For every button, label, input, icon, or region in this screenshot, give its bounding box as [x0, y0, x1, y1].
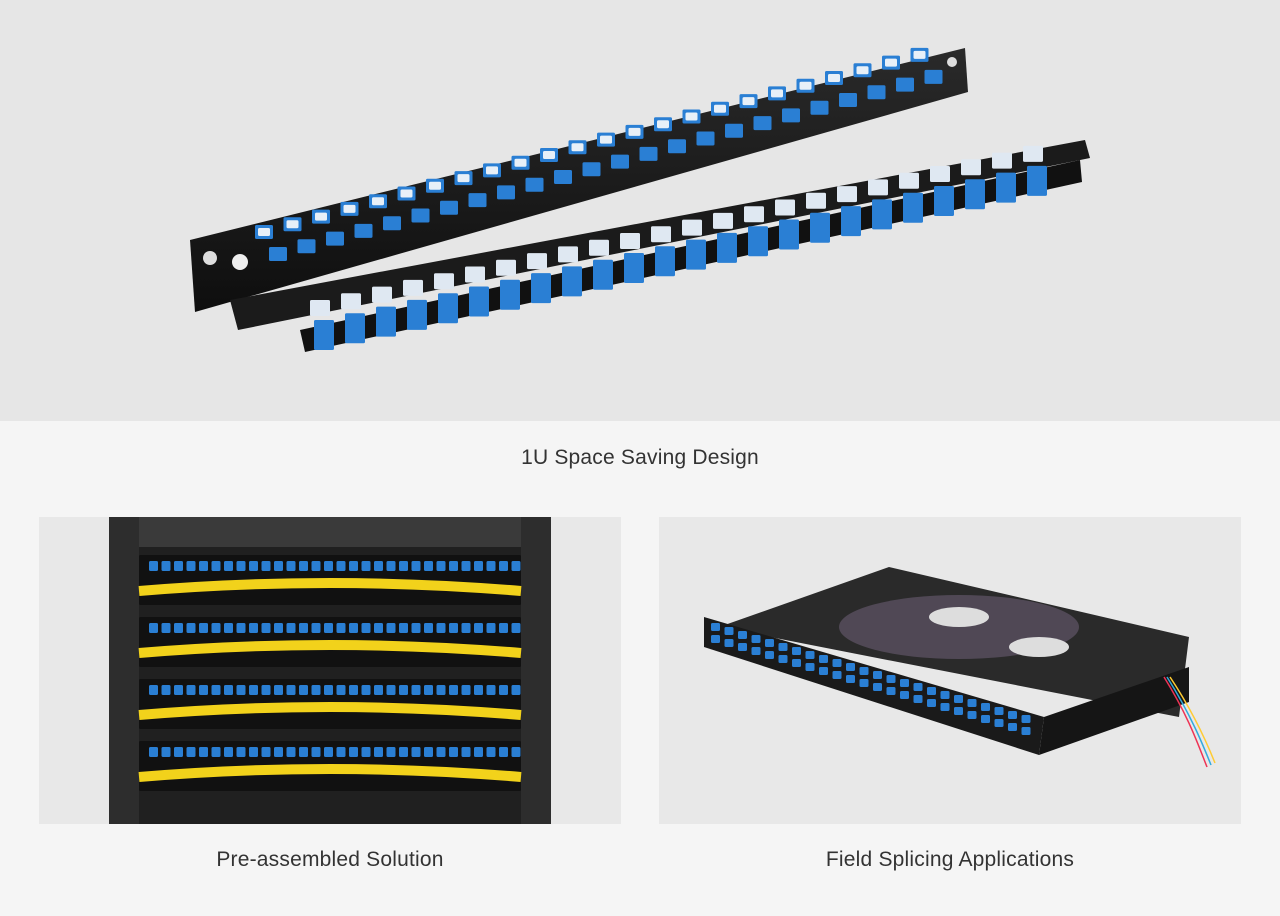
front-panel-adapters [310, 145, 1047, 350]
splicing-caption: Field Splicing Applications [825, 848, 1075, 871]
rack-image-card [39, 517, 621, 824]
enclosure-adapters [711, 623, 1031, 735]
splicing-image-card [659, 517, 1241, 824]
hero-caption: 1U Space Saving Design [521, 446, 759, 469]
back-panel-adapters [255, 47, 943, 261]
rack-caption: Pre-assembled Solution [216, 848, 444, 871]
back-panel [190, 48, 968, 312]
hero-image [0, 0, 1280, 421]
brand-logo [232, 254, 248, 270]
rack-panel-rows [138, 555, 522, 791]
